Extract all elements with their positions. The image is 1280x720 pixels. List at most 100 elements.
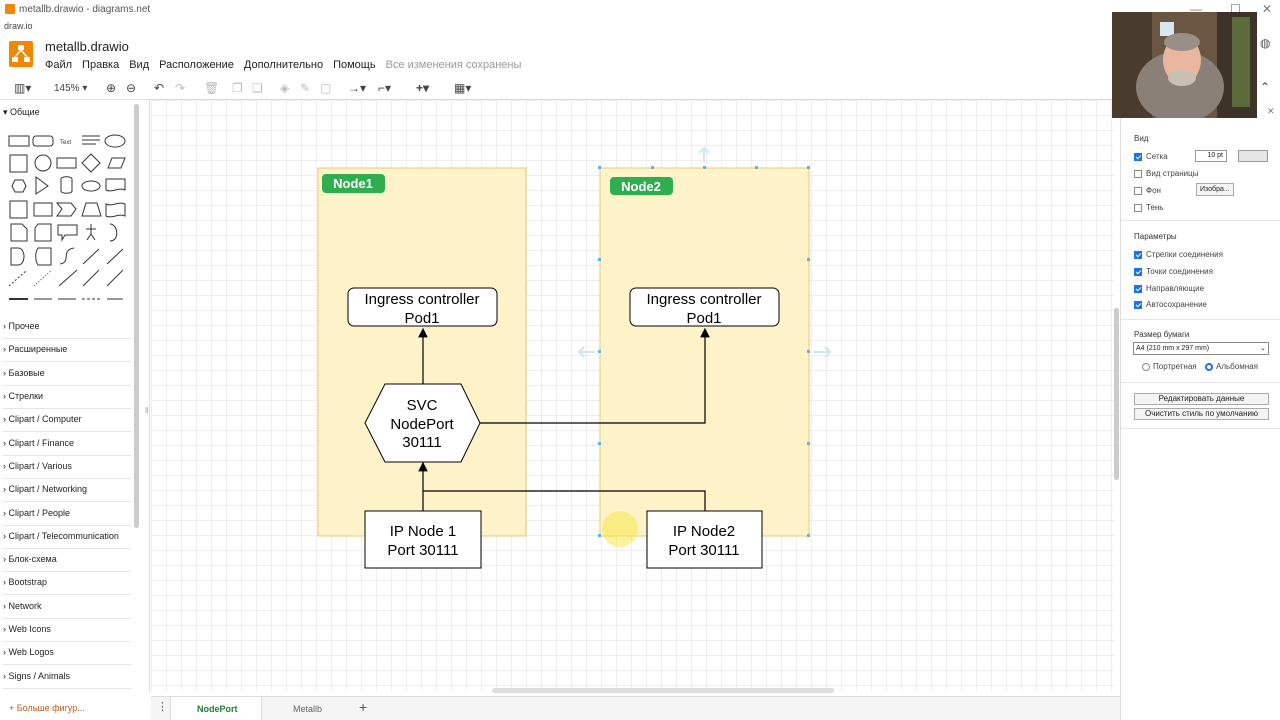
section-clipart-people[interactable]: › Clipart / People	[3, 503, 131, 526]
divider	[1121, 220, 1280, 221]
undo-icon[interactable]: ↶	[154, 81, 165, 95]
edge-svc-to-ingress2	[480, 327, 710, 424]
pages-menu-icon[interactable]: ⋮	[157, 701, 168, 713]
fill-color-icon[interactable]: ◈	[280, 81, 290, 95]
zoom-in-icon[interactable]: ⊕	[106, 81, 117, 95]
close-icon[interactable]: ✕	[1262, 2, 1273, 16]
to-front-icon[interactable]: ❐	[232, 81, 243, 95]
section-advanced[interactable]: › Расширенные	[3, 339, 131, 362]
shape-document	[105, 178, 126, 192]
connection-arrows-checkbox[interactable]	[1134, 250, 1142, 259]
shadow-checkbox[interactable]	[1134, 203, 1142, 212]
waypoints-icon[interactable]: ⌐▾	[378, 81, 392, 95]
section-label: Signs / Animals	[8, 671, 71, 681]
sidebar-toggle-icon[interactable]: ▥▾	[14, 81, 32, 95]
options-section-title: Параметры	[1134, 232, 1177, 241]
shape-square	[9, 154, 28, 173]
menu-view[interactable]: Вид	[129, 59, 150, 71]
section-clipart-networking[interactable]: › Clipart / Networking	[3, 479, 131, 502]
insert-icon[interactable]: +▾	[416, 81, 430, 95]
connection-arrows-option[interactable]: Стрелки соединения	[1134, 250, 1223, 259]
landscape-radio[interactable]	[1205, 362, 1213, 371]
canvas-vertical-scrollbar[interactable]	[1114, 308, 1119, 480]
menu-help[interactable]: Помощь	[333, 59, 376, 71]
zoom-select[interactable]: 145% ▾	[54, 83, 88, 94]
save-status[interactable]: Все изменения сохранены	[385, 59, 522, 71]
section-signs-animals[interactable]: › Signs / Animals	[3, 666, 131, 689]
paper-size-select[interactable]: A4 (210 mm x 297 mm) ⌄	[1133, 342, 1269, 355]
shape-bidirectional-arrow	[82, 248, 100, 265]
portrait-radio[interactable]	[1142, 362, 1150, 371]
table-icon[interactable]: ▦▾	[454, 81, 472, 95]
menu-extras[interactable]: Дополнительно	[243, 59, 324, 71]
shadow-option[interactable]: Тень	[1134, 203, 1163, 212]
section-misc[interactable]: › Прочее	[3, 316, 131, 339]
section-web-icons[interactable]: › Web Icons	[3, 619, 131, 642]
section-arrows[interactable]: › Стрелки	[3, 386, 131, 409]
section-label: Clipart / Finance	[8, 438, 75, 448]
globe-icon[interactable]: ◍	[1260, 36, 1271, 50]
page-view-option[interactable]: Вид страницы	[1134, 169, 1198, 178]
tab-nodeport[interactable]: NodePort	[170, 697, 262, 720]
section-clipart-computer[interactable]: › Clipart / Computer	[3, 409, 131, 432]
shapes-sidebar: ▾ Общие	[0, 100, 150, 692]
general-shapes-palette: Text	[8, 134, 126, 300]
portrait-option[interactable]: Портретная	[1142, 362, 1197, 371]
grid-checkbox[interactable]	[1134, 152, 1142, 161]
delete-icon[interactable]: 🗑	[204, 81, 220, 95]
section-bootstrap[interactable]: › Bootstrap	[3, 572, 131, 595]
autosave-label: Автосохранение	[1146, 300, 1207, 309]
connection-icon[interactable]: →▾	[348, 81, 367, 95]
section-flowchart[interactable]: › Блок-схема	[3, 549, 131, 572]
shape-internal-storage	[9, 200, 28, 219]
background-checkbox[interactable]	[1134, 186, 1142, 195]
shadow-icon[interactable]: ▢	[320, 81, 332, 95]
page-tabs-bar: ⋮ NodePort Metallb +	[151, 696, 1120, 720]
menu-file[interactable]: Файл	[45, 59, 73, 71]
diagram-canvas[interactable]: Node1 Node2 Ingress controller Pod1 Ingr…	[151, 100, 1114, 692]
canvas-horizontal-scrollbar[interactable]	[492, 688, 834, 693]
background-image-button[interactable]: Изобра...	[1196, 183, 1234, 196]
background-option[interactable]: Фон	[1134, 186, 1161, 195]
maximize-icon[interactable]: ☐	[1230, 2, 1241, 16]
grid-color-button[interactable]	[1238, 150, 1268, 162]
zoom-out-icon[interactable]: ⊖	[126, 81, 137, 95]
add-page-icon[interactable]: +	[359, 699, 368, 715]
redo-icon[interactable]: ↷	[175, 81, 186, 95]
edit-data-button[interactable]: Редактировать данные	[1134, 393, 1269, 405]
shape-cube	[33, 202, 53, 217]
menu-arrange[interactable]: Расположение	[159, 59, 234, 71]
section-clipart-various[interactable]: › Clipart / Various	[3, 456, 131, 479]
ip2-line1: IP Node2	[673, 523, 735, 540]
more-shapes-button[interactable]: + Больше фигур...	[0, 696, 150, 720]
sidebar-scrollbar[interactable]	[134, 104, 139, 528]
autosave-checkbox[interactable]	[1134, 300, 1142, 309]
connection-points-checkbox[interactable]	[1134, 267, 1142, 276]
section-clipart-telecom[interactable]: › Clipart / Telecommunication	[3, 526, 131, 549]
menu-edit[interactable]: Правка	[82, 59, 120, 71]
section-general[interactable]: ▾ Общие	[3, 107, 40, 117]
sidebar-resize-handle[interactable]: ‖	[145, 406, 149, 415]
page-view-checkbox[interactable]	[1134, 169, 1142, 178]
grid-size-input[interactable]: 10 pt	[1195, 150, 1227, 162]
connection-points-option[interactable]: Точки соединения	[1134, 267, 1213, 276]
collapse-icon[interactable]: ⌃	[1260, 80, 1271, 94]
autosave-option[interactable]: Автосохранение	[1134, 300, 1207, 309]
landscape-option[interactable]: Альбомная	[1205, 362, 1258, 371]
grid-option[interactable]: Сетка	[1134, 152, 1168, 161]
file-name[interactable]: metallb.drawio	[45, 39, 129, 54]
section-clipart-finance[interactable]: › Clipart / Finance	[3, 433, 131, 456]
section-network[interactable]: › Network	[3, 596, 131, 619]
guides-checkbox[interactable]	[1134, 284, 1142, 293]
panel-close-icon[interactable]: ✕	[1267, 106, 1275, 116]
section-web-logos[interactable]: › Web Logos	[3, 642, 131, 665]
tab-metallb[interactable]: Metallb	[293, 704, 323, 714]
grid-label: Сетка	[1146, 152, 1168, 161]
to-back-icon[interactable]: ❏	[252, 81, 263, 95]
section-basic[interactable]: › Базовые	[3, 363, 131, 386]
shape-actor	[86, 224, 96, 241]
line-color-icon[interactable]: ✎	[300, 81, 311, 95]
guides-option[interactable]: Направляющие	[1134, 284, 1204, 293]
more-shapes-label: + Больше фигур...	[9, 703, 85, 713]
clear-default-style-button[interactable]: Очистить стиль по умолчанию	[1134, 408, 1269, 420]
